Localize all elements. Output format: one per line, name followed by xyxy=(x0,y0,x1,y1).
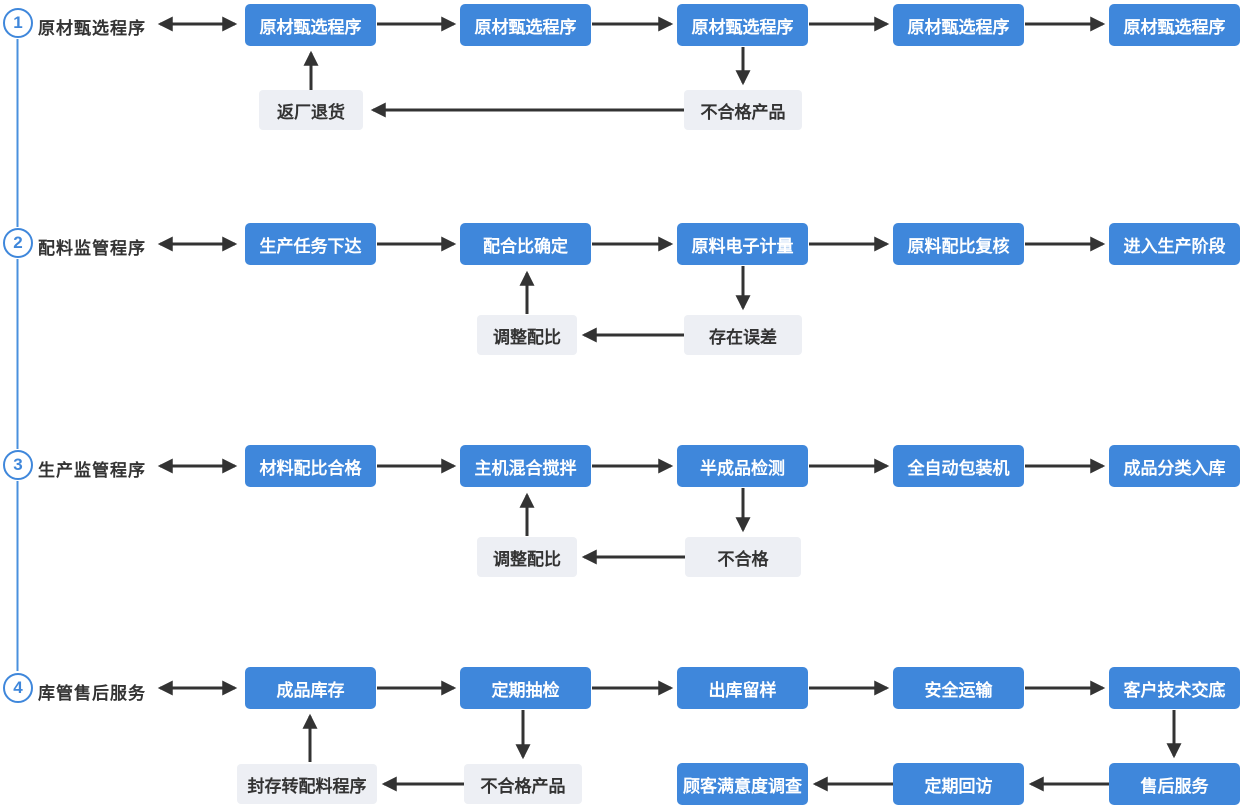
flow-node[interactable]: 定期抽检 xyxy=(460,667,591,709)
flow-node[interactable]: 定期回访 xyxy=(893,763,1024,805)
flow-node[interactable]: 进入生产阶段 xyxy=(1109,223,1240,265)
flow-node[interactable]: 主机混合搅拌 xyxy=(460,445,591,487)
flow-subnode[interactable]: 不合格产品 xyxy=(684,90,802,130)
flow-subnode[interactable]: 不合格产品 xyxy=(464,764,582,804)
flow-node[interactable]: 原料配比复核 xyxy=(893,223,1024,265)
flow-node[interactable]: 安全运输 xyxy=(893,667,1024,709)
flow-node[interactable]: 原材甄选程序 xyxy=(677,4,808,46)
flow-node[interactable]: 出库留样 xyxy=(677,667,808,709)
flow-subnode[interactable]: 调整配比 xyxy=(477,537,577,577)
flow-node[interactable]: 顾客满意度调查 xyxy=(677,763,808,805)
step-number-badge: 3 xyxy=(3,450,33,480)
flow-node[interactable]: 原料电子计量 xyxy=(677,223,808,265)
flow-node[interactable]: 原材甄选程序 xyxy=(245,4,376,46)
flow-node[interactable]: 原材甄选程序 xyxy=(460,4,591,46)
flow-subnode[interactable]: 返厂退货 xyxy=(259,90,363,130)
flow-node[interactable]: 配合比确定 xyxy=(460,223,591,265)
flow-node[interactable]: 售后服务 xyxy=(1109,763,1240,805)
step-number-badge: 1 xyxy=(3,8,33,38)
flow-subnode[interactable]: 不合格 xyxy=(685,537,801,577)
flow-node[interactable]: 客户技术交底 xyxy=(1109,667,1240,709)
row-label: 生产监管程序 xyxy=(38,461,146,480)
row-label: 配料监管程序 xyxy=(38,239,146,258)
row-label: 库管售后服务 xyxy=(38,684,146,703)
flow-node[interactable]: 半成品检测 xyxy=(677,445,808,487)
flow-subnode[interactable]: 存在误差 xyxy=(684,315,802,355)
flow-node[interactable]: 成品分类入库 xyxy=(1109,445,1240,487)
flow-node[interactable]: 全自动包装机 xyxy=(893,445,1024,487)
flow-node[interactable]: 原材甄选程序 xyxy=(893,4,1024,46)
step-number-badge: 2 xyxy=(3,228,33,258)
row-label: 原材甄选程序 xyxy=(38,19,146,38)
flow-node[interactable]: 成品库存 xyxy=(245,667,376,709)
step-number-badge: 4 xyxy=(3,673,33,703)
flow-node[interactable]: 原材甄选程序 xyxy=(1109,4,1240,46)
flow-subnode[interactable]: 调整配比 xyxy=(477,315,577,355)
flow-subnode[interactable]: 封存转配料程序 xyxy=(237,764,377,804)
flow-node[interactable]: 材料配比合格 xyxy=(245,445,376,487)
flow-node[interactable]: 生产任务下达 xyxy=(245,223,376,265)
